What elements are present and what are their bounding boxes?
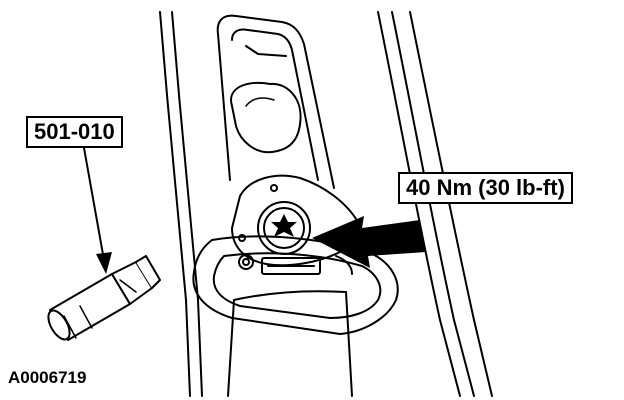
figure-id: A0006719 bbox=[8, 368, 87, 387]
tool-number-callout: 501-010 bbox=[26, 116, 123, 148]
belt-webbing bbox=[227, 290, 353, 397]
belt-guide bbox=[216, 14, 335, 189]
pointer-arrow-icon bbox=[312, 216, 426, 268]
torx-bit-socket-icon bbox=[47, 255, 161, 341]
torx-bolt-icon bbox=[257, 201, 311, 255]
trim-knob bbox=[230, 81, 302, 154]
belt-retainer bbox=[192, 235, 399, 335]
torque-spec-callout: 40 Nm (30 lb-ft) bbox=[398, 172, 573, 204]
pillar-trim-lines bbox=[159, 11, 493, 397]
tool-leader bbox=[83, 147, 112, 274]
